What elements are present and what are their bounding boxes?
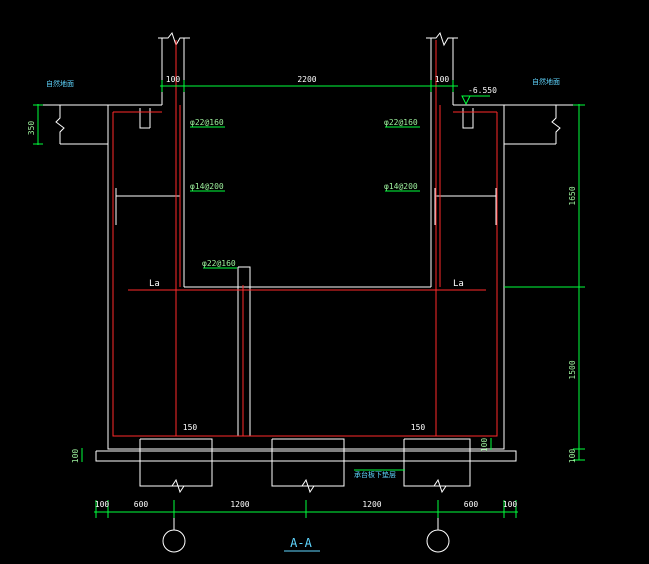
dim-v-base-right: 100 [568, 449, 577, 464]
dim-inner-left: 150 [183, 423, 198, 432]
dimension-lines [33, 80, 585, 518]
rebar-top-left-label: φ22@160 [190, 118, 224, 127]
dim-v-small-right: 100 [480, 438, 489, 453]
break-symbol-top-right [426, 31, 458, 47]
dim-v-upper: 1650 [568, 186, 577, 205]
break-right-ground [551, 105, 561, 144]
break-left-ground [55, 105, 65, 144]
axis-circle-right [426, 529, 450, 553]
axis-circle-left [162, 529, 186, 553]
ground-label-left: 自然地面 [46, 79, 74, 88]
dim-ext-left: 350 [27, 121, 36, 136]
dim-bottom-1: 100 [95, 500, 110, 509]
dim-top-wall-right: 100 [435, 75, 450, 84]
pile-right [403, 438, 471, 487]
dim-top-wall-left: 100 [166, 75, 181, 84]
dim-bottom-2: 600 [134, 500, 149, 509]
concrete-outline [40, 31, 580, 553]
rebar-mid-left-label: φ14@200 [190, 182, 224, 191]
dim-top-span: 2200 [297, 75, 316, 84]
la-right: La [453, 279, 464, 289]
dim-bottom-4: 1200 [362, 500, 381, 509]
outer-rebar-cage [112, 112, 498, 437]
main-box [107, 105, 505, 450]
dim-v-lower: 1500 [568, 360, 577, 379]
section-title: A-A [290, 536, 312, 550]
rebar-lines [112, 40, 498, 437]
rebar-center-label: φ22@160 [202, 259, 236, 268]
dim-bottom-5: 600 [464, 500, 479, 509]
center-partition [237, 266, 251, 437]
la-left: La [149, 279, 160, 289]
ground-label-right: 自然地面 [532, 77, 560, 86]
level-triangle [461, 95, 471, 106]
dim-v-base-left: 100 [71, 449, 80, 464]
rebar-mid-right-label: φ14@200 [384, 182, 418, 191]
dim-bottom-3: 1200 [230, 500, 249, 509]
rebar-top-right-label: φ22@160 [384, 118, 418, 127]
break-pile-right [428, 478, 452, 494]
pile-center [271, 438, 345, 487]
pile-left [139, 438, 213, 487]
break-pile-center [296, 478, 320, 494]
break-symbol-top-left [158, 31, 190, 47]
stub-left-1 [139, 108, 150, 129]
dim-inner-right: 150 [411, 423, 426, 432]
footing-base [95, 450, 517, 462]
stub-right [462, 108, 474, 129]
slab-note: 承台板下垫层 [354, 470, 396, 479]
break-pile-left [165, 478, 190, 494]
level-value: -6.550 [468, 86, 497, 95]
dim-bottom-6: 100 [503, 500, 518, 509]
